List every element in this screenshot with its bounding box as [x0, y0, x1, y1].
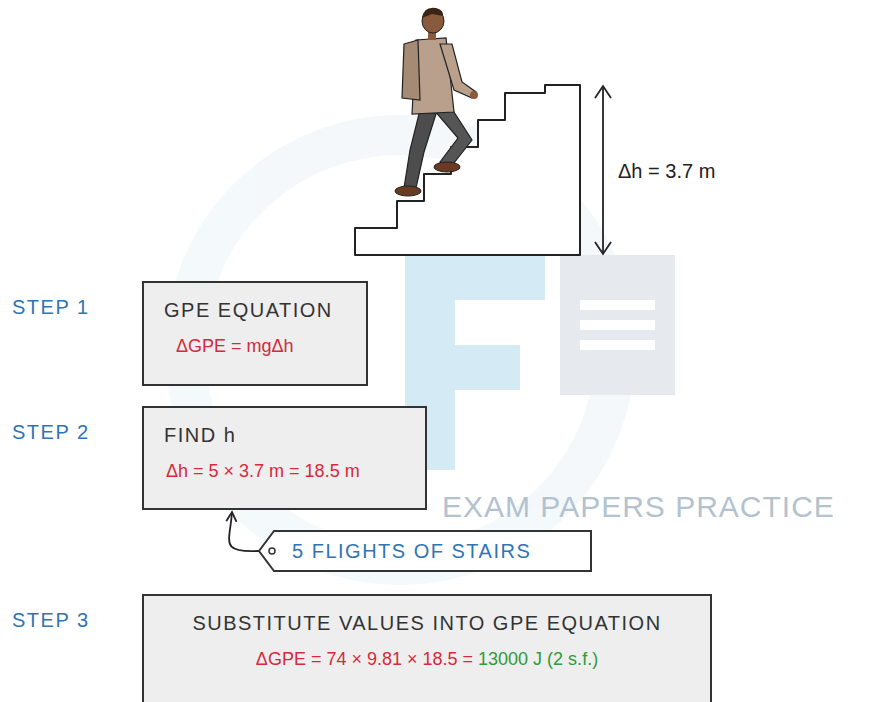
step-label: STEP 2: [12, 421, 90, 444]
arrow-head: [595, 86, 611, 98]
front-leg: [434, 106, 472, 168]
formula-text: 13000 J (2 s.f.): [478, 649, 598, 669]
callout-tag: 5 FLIGHTS OF STAIRS: [258, 530, 592, 572]
tag-hole: [269, 548, 275, 554]
step-box: FIND h Δh = 5 × 3.7 m = 18.5 m: [142, 406, 427, 510]
watermark-line: [580, 320, 655, 330]
watermark-page: [560, 255, 675, 395]
person-figure: [395, 8, 478, 196]
shoe: [434, 162, 460, 172]
watermark-line: [580, 340, 655, 350]
watermark-line: [580, 300, 655, 310]
box-heading: FIND h: [164, 424, 405, 447]
step-label: STEP 1: [12, 296, 90, 319]
height-arrow: [602, 88, 604, 252]
arrow-head: [227, 512, 237, 521]
step-box: SUBSTITUTE VALUES INTO GPE EQUATION ΔGPE …: [142, 594, 712, 702]
step-box: GPE EQUATION ΔGPE = mgΔh: [142, 281, 368, 386]
backpack: [402, 40, 420, 100]
formula-line: ΔGPE = mgΔh: [164, 336, 346, 357]
connector-line: [229, 512, 259, 551]
callout-arrow: [227, 512, 259, 551]
box-heading: GPE EQUATION: [164, 299, 346, 322]
step-label: STEP 3: [12, 609, 90, 632]
arm: [440, 44, 476, 98]
stairs-outline: [355, 85, 580, 255]
dimension-label: Δh = 3.7 m: [618, 160, 715, 183]
formula-text: ΔGPE = 74 × 9.81 × 18.5 =: [256, 649, 473, 669]
arrow-head: [595, 242, 611, 254]
box-heading: SUBSTITUTE VALUES INTO GPE EQUATION: [164, 612, 690, 635]
tag-shape: [259, 531, 591, 571]
formula-line: ΔGPE = 74 × 9.81 × 18.5 = 13000 J (2 s.f…: [164, 649, 690, 670]
hand: [470, 91, 478, 99]
shoe: [395, 186, 421, 196]
hair: [422, 8, 443, 18]
formula-text: ΔGPE = mgΔh: [176, 336, 294, 356]
watermark-text: EXAM PAPERS PRACTICE: [442, 490, 835, 524]
formula-line: Δh = 5 × 3.7 m = 18.5 m: [164, 461, 405, 482]
formula-text: Δh = 5 × 3.7 m = 18.5 m: [166, 461, 360, 481]
tag-text: 5 FLIGHTS OF STAIRS: [292, 540, 531, 563]
back-leg: [404, 110, 436, 188]
